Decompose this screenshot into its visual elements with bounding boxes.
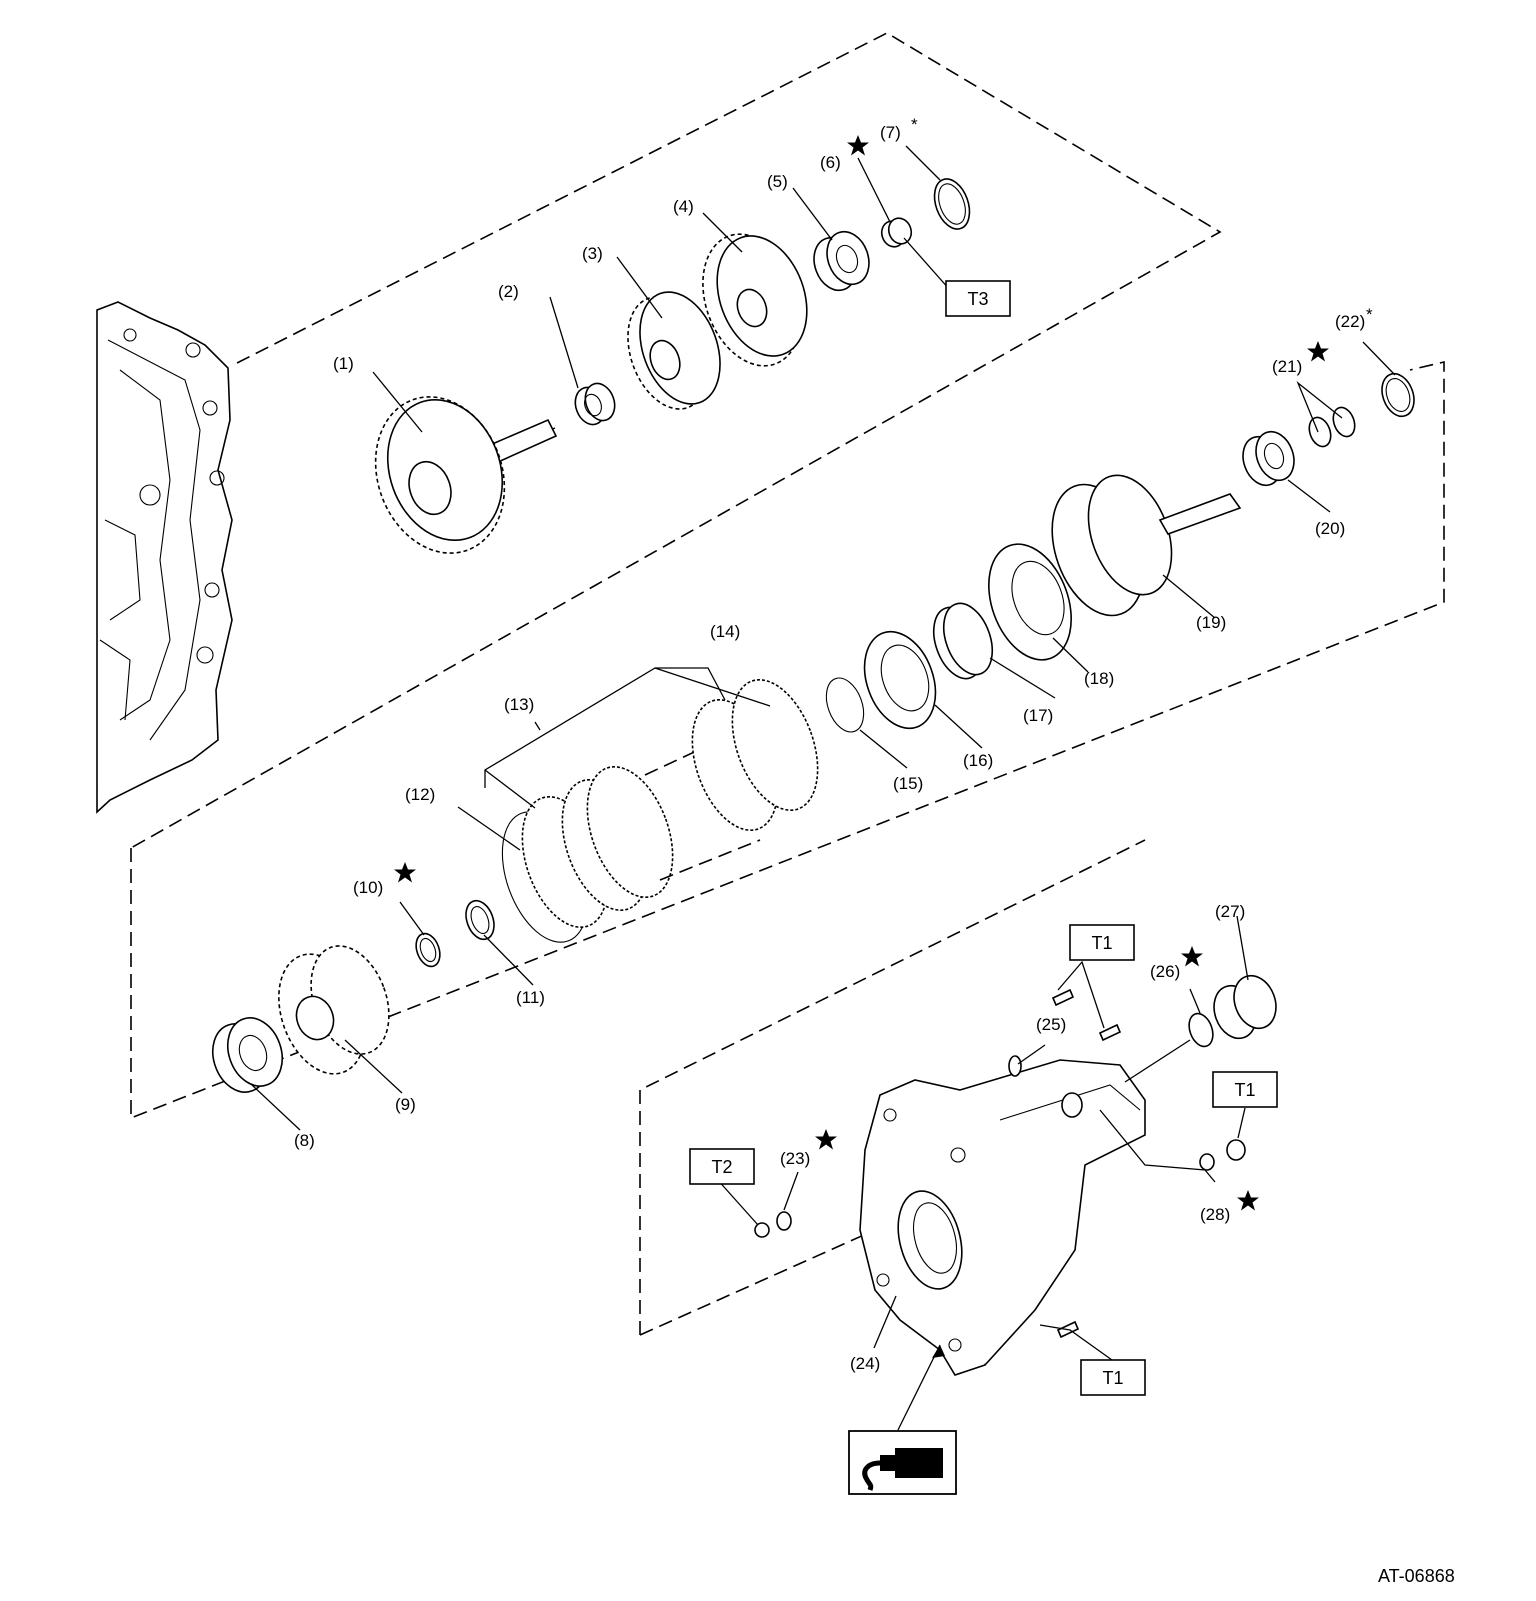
label-part-4: (4) bbox=[673, 197, 694, 216]
part-3-drive-plate bbox=[627, 291, 721, 410]
bolts-t1 bbox=[1051, 988, 1122, 1339]
label-part-21: (21) bbox=[1272, 357, 1302, 376]
label-part-3: (3) bbox=[582, 244, 603, 263]
svg-text:T1: T1 bbox=[1102, 1368, 1123, 1388]
t1-plug-right bbox=[1226, 1139, 1246, 1161]
part-13-clutch-plates bbox=[521, 739, 761, 929]
label-part-8: (8) bbox=[294, 1131, 315, 1150]
label-part-10: (10) bbox=[353, 878, 383, 897]
svg-text:T3: T3 bbox=[967, 289, 988, 309]
group-outline-middle bbox=[130, 360, 1445, 1120]
part-9-gear bbox=[278, 945, 390, 1075]
group-outline-upper bbox=[130, 32, 1222, 849]
part-28-washer bbox=[1199, 1153, 1215, 1171]
part-10-washer bbox=[415, 932, 441, 968]
label-part-14: (14) bbox=[710, 622, 740, 641]
part-17-spring-retainer bbox=[932, 602, 994, 680]
torque-box-t3: T3 bbox=[945, 280, 1011, 317]
label-part-16: (16) bbox=[963, 751, 993, 770]
part-11-thrust-washer bbox=[465, 899, 495, 941]
replace-part-star-icons bbox=[394, 135, 1329, 1211]
part-25-dowel bbox=[1008, 1055, 1022, 1077]
figure-id: AT-06868 bbox=[1378, 1566, 1455, 1586]
torque-box-t1-bottom: T1 bbox=[1080, 1359, 1146, 1396]
svg-text:T2: T2 bbox=[711, 1157, 732, 1177]
part-2-bushing bbox=[574, 382, 616, 426]
label-part-25: (25) bbox=[1036, 1015, 1066, 1034]
label-part-1: (1) bbox=[333, 354, 354, 373]
label-part-22: (22) bbox=[1335, 312, 1365, 331]
part-14-clutch-plates bbox=[691, 678, 819, 832]
label-part-20: (20) bbox=[1315, 519, 1345, 538]
star-icon-21 bbox=[1307, 341, 1329, 362]
label-part-7: (7) bbox=[880, 123, 901, 142]
torque-box-t1-right: T1 bbox=[1212, 1071, 1278, 1108]
svg-text:T1: T1 bbox=[1234, 1080, 1255, 1100]
part-5-ball-bearing bbox=[813, 230, 870, 292]
label-part-23: (23) bbox=[780, 1149, 810, 1168]
label-part-26: (26) bbox=[1150, 962, 1180, 981]
label-part-24: (24) bbox=[850, 1354, 880, 1373]
part-8-ball-bearing bbox=[211, 1017, 284, 1093]
star-icon-26 bbox=[1181, 946, 1203, 967]
star-icon-6 bbox=[847, 135, 869, 156]
selective-part-asterisk-icons: * * bbox=[911, 115, 1373, 324]
label-part-2: (2) bbox=[498, 282, 519, 301]
part-labels: (1) (2) (3) (4) (5) (6) (7) (8) (9) (10)… bbox=[294, 123, 1365, 1373]
part-23-gasket bbox=[776, 1211, 792, 1231]
svg-text:T1: T1 bbox=[1091, 933, 1112, 953]
part-1-gear-shaft bbox=[374, 396, 558, 554]
label-part-11: (11) bbox=[516, 988, 545, 1007]
star-icon-10 bbox=[394, 862, 416, 883]
star-icon-28 bbox=[1237, 1190, 1259, 1211]
part-20-ball-bearing bbox=[1242, 430, 1295, 487]
asterisk-icon-22: * bbox=[1366, 305, 1373, 324]
label-part-28: (28) bbox=[1200, 1205, 1230, 1224]
asterisk-icon-7: * bbox=[911, 115, 918, 134]
label-part-6: (6) bbox=[820, 153, 841, 172]
part-4-driven-gear bbox=[702, 233, 808, 367]
group-outline-lower bbox=[639, 839, 1146, 1335]
liquid-gasket-sealant-icon bbox=[848, 1430, 957, 1495]
label-part-17: (17) bbox=[1023, 706, 1053, 725]
part-7-snap-ring bbox=[933, 178, 971, 230]
label-part-18: (18) bbox=[1084, 669, 1114, 688]
torque-box-t2: T2 bbox=[689, 1148, 755, 1185]
part-6-lock-nut bbox=[880, 217, 913, 248]
label-part-19: (19) bbox=[1196, 613, 1226, 632]
label-part-13: (13) bbox=[504, 695, 534, 714]
part-16-retainer bbox=[863, 630, 937, 730]
label-part-15: (15) bbox=[893, 774, 923, 793]
part-24-extension-case bbox=[859, 1059, 1146, 1376]
label-part-9: (9) bbox=[395, 1095, 416, 1114]
label-part-27: (27) bbox=[1215, 902, 1245, 921]
label-part-12: (12) bbox=[405, 785, 435, 804]
part-21-seal-rings bbox=[1308, 406, 1356, 448]
part-22-snap-ring bbox=[1381, 372, 1415, 418]
part-27-dust-cover bbox=[1213, 974, 1277, 1040]
star-icon-23 bbox=[815, 1129, 837, 1150]
label-part-5: (5) bbox=[767, 172, 788, 191]
torque-box-t1-top: T1 bbox=[1069, 924, 1135, 961]
part-26-seal bbox=[1188, 1012, 1214, 1048]
part-18-piston bbox=[988, 543, 1072, 661]
part-15-snap-ring bbox=[825, 677, 865, 733]
transmission-case bbox=[96, 301, 233, 814]
t2-plug bbox=[754, 1222, 770, 1238]
part-19-clutch-drum bbox=[1051, 474, 1242, 617]
leader-lines bbox=[251, 145, 1396, 1431]
